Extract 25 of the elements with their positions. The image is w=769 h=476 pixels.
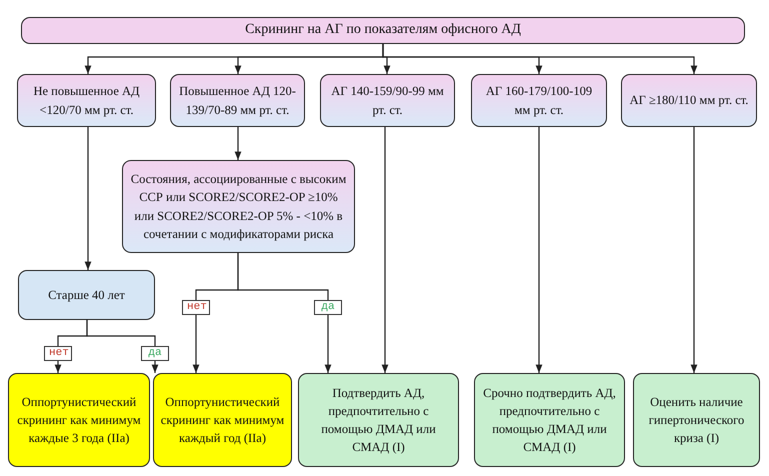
flow-box: Срочно подтвердить АД, предпочтительно с помощью ДМАД или СМАД (I) bbox=[474, 373, 625, 467]
edge-label: да bbox=[314, 300, 342, 315]
flow-box: Подтвердить АД, предпочтительно с помощью ДМАД или СМАД (I) bbox=[298, 373, 459, 467]
edge-label: да bbox=[141, 346, 169, 361]
arrow bbox=[86, 320, 158, 373]
edge-label: нет bbox=[44, 346, 72, 361]
flow-box: Не повышенное АД <120/70 мм рт. ст. bbox=[17, 74, 156, 127]
edge-label: нет bbox=[182, 300, 210, 315]
arrow bbox=[536, 127, 542, 373]
flow-box: АГ ≥180/110 мм рт. ст. bbox=[621, 74, 757, 127]
flow-box: Оценить наличие гипертонического криза (I) bbox=[633, 373, 760, 467]
arrow bbox=[690, 127, 698, 373]
arrow bbox=[382, 44, 698, 74]
arrow bbox=[234, 127, 242, 160]
flow-box: Повышенное АД 120-139/70-89 мм рт. ст. bbox=[170, 74, 305, 127]
arrow bbox=[382, 127, 388, 373]
flow-box: АГ 160-179/100-109 мм рт. ст. bbox=[471, 74, 607, 127]
flow-box: Оппортунистический скрининг как минимум каждый год (IIa) bbox=[153, 373, 292, 467]
arrow bbox=[237, 253, 332, 373]
flow-box: Скрининг на АГ по показателям офисного АД bbox=[21, 17, 745, 44]
flow-box: АГ 140-159/90-99 мм рт. ст. bbox=[320, 74, 455, 127]
flow-box: Состояния, ассоциированные с высоким ССР или SCORE2/SCORE2-OP ≥10% или SCORE2/SCORE2-OP 5% - <10% в сочетании с модификаторами риска bbox=[122, 160, 355, 253]
flow-box: Оппортунистический скрининг как минимум каждые 3 года (IIa) bbox=[8, 373, 150, 467]
flow-box: Старше 40 лет bbox=[18, 270, 155, 320]
arrow bbox=[84, 127, 92, 270]
